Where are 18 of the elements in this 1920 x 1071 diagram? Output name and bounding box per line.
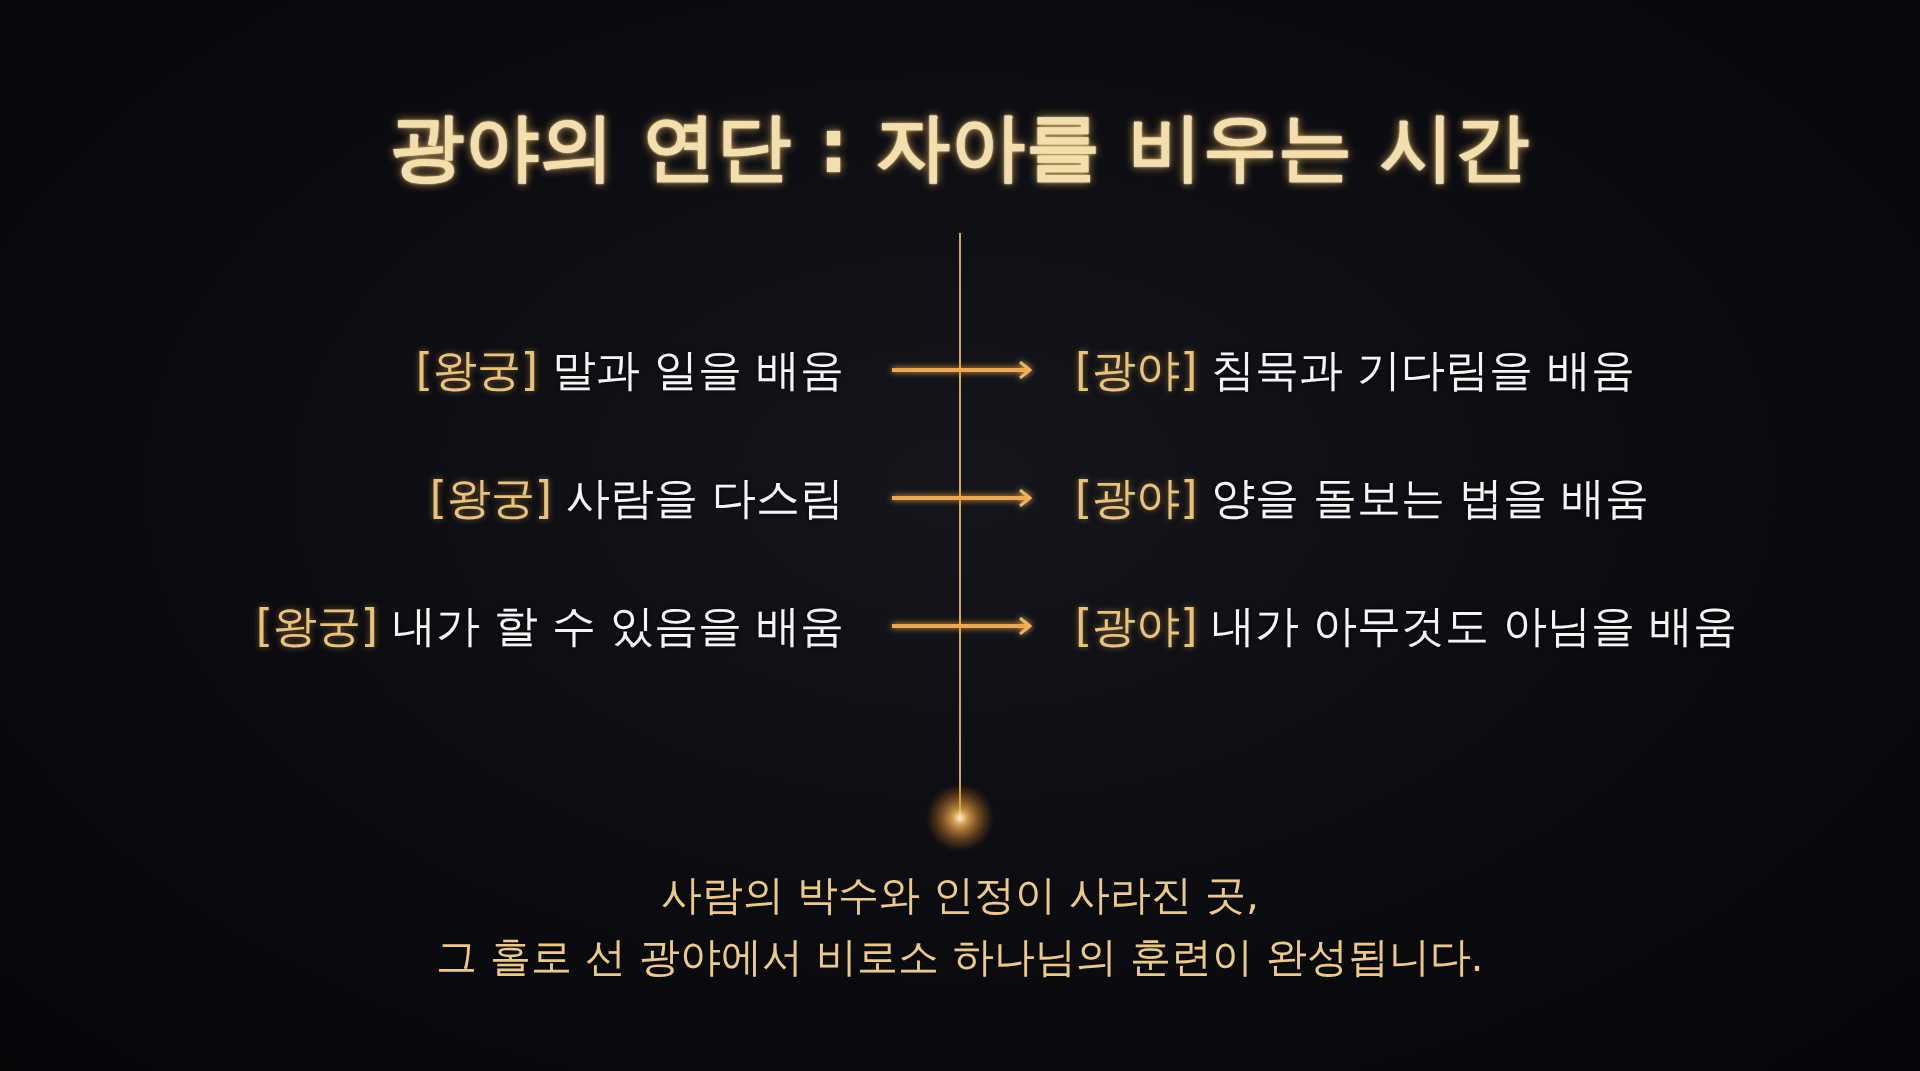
tag-label: [광야] xyxy=(1075,598,1198,653)
tag-label: [광야] xyxy=(1075,342,1198,397)
tag-label: [광야] xyxy=(1075,470,1198,525)
item-text: 말과 일을 배움 xyxy=(552,342,844,397)
tag-label: [왕궁] xyxy=(429,470,552,525)
item-text: 사람을 다스림 xyxy=(566,470,844,525)
item-text: 침묵과 기다림을 배움 xyxy=(1211,342,1636,397)
tag-label: [왕궁] xyxy=(255,598,379,653)
title: 광야의 연단 : 자아를 비우는 시간 xyxy=(390,102,1530,191)
caption-line: 그 홀로 선 광야에서 비로소 하나님의 훈련이 완성됩니다. xyxy=(436,932,1484,983)
arrow xyxy=(892,616,1032,636)
item-text: 내가 아무것도 아님을 배움 xyxy=(1211,598,1738,653)
tag-label: [왕궁] xyxy=(415,342,538,397)
arrow xyxy=(892,488,1032,508)
item-text: 내가 할 수 있음을 배움 xyxy=(392,598,844,653)
arrow xyxy=(892,360,1032,380)
item-text: 양을 돌보는 법을 배움 xyxy=(1211,470,1650,525)
caption-line: 사람의 박수와 인정이 사라진 곳, xyxy=(660,870,1260,921)
